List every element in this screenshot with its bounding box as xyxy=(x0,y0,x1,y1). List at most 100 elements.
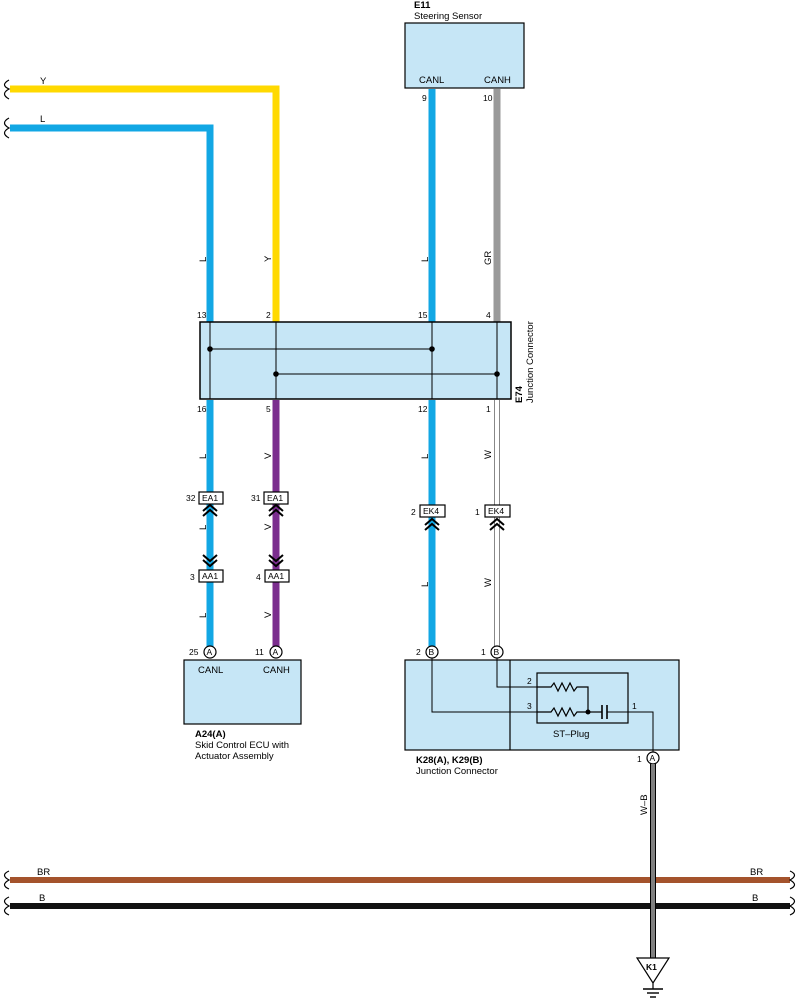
connector-pin: 2 xyxy=(411,507,416,517)
chevron-down-icon xyxy=(202,554,218,568)
e74-pin-2: 2 xyxy=(266,310,271,320)
connector-ek4-left: 2 EK4 xyxy=(411,504,446,531)
a24-conn-letter: A xyxy=(207,647,213,657)
wire-break-symbol xyxy=(788,870,796,890)
wire-label-l-col1-low: L xyxy=(198,613,209,618)
wire-label-v-col2-sub: V xyxy=(263,523,274,530)
connector-ea1-right: 31 EA1 xyxy=(251,491,289,517)
e74-pin-12: 12 xyxy=(418,404,428,414)
wire-label-w-col4-mid: W xyxy=(483,450,494,459)
chevron-up-icon xyxy=(268,503,284,517)
e74-junction-dot xyxy=(494,371,500,377)
wire-y-path xyxy=(10,85,280,322)
connector-pin: 3 xyxy=(190,572,195,582)
connector-pin: 4 xyxy=(256,572,261,582)
k28-pin-1: 1 xyxy=(481,647,486,657)
connector-box xyxy=(264,569,290,583)
chevron-up-icon xyxy=(202,503,218,517)
a24-connector-circle xyxy=(269,645,283,659)
component-e74: 13 2 15 4 E74 Junction Connector 16 5 12… xyxy=(197,310,536,414)
connector-box xyxy=(198,491,224,505)
k28-conn-letter: B xyxy=(494,647,500,657)
connector-ek4-right: 1 EK4 xyxy=(475,504,511,531)
e74-pin-16: 16 xyxy=(197,404,207,414)
wire-y-top: Y xyxy=(3,76,280,322)
wire-label-l-col3-mid: L xyxy=(420,454,431,459)
connector-name: EA1 xyxy=(267,493,283,503)
component-a24: 25 A 11 A CANL CANH A24(A) Skid Control … xyxy=(183,645,302,762)
wire-label-gr-col4-upper: GR xyxy=(483,251,494,265)
connector-pin: 32 xyxy=(186,493,196,503)
chevron-up-icon xyxy=(424,517,440,531)
e11-code: E11 xyxy=(414,0,431,11)
k28-wire-pin2 xyxy=(431,658,555,713)
wire-label-wb: W–B xyxy=(639,794,650,815)
st-plug-pin-1: 1 xyxy=(632,701,637,711)
wire-label-br-left: BR xyxy=(37,867,50,878)
k28-code: K28(A), K29(B) xyxy=(416,755,483,766)
connector-box xyxy=(198,569,224,583)
e11-box xyxy=(404,22,525,89)
a24-pin-11: 11 xyxy=(255,647,264,657)
wire-label-l-col3-low: L xyxy=(420,582,431,587)
resistor-icon xyxy=(537,706,588,718)
a24-name-line2: Actuator Assembly xyxy=(195,751,274,762)
wire-label-y-col2-upper: Y xyxy=(263,255,274,262)
a24-connector-circle xyxy=(203,645,217,659)
wire-break-symbol xyxy=(3,79,11,100)
connector-name: EK4 xyxy=(488,506,504,516)
ground-k1-label: K1 xyxy=(646,962,657,972)
e11-name: Steering Sensor xyxy=(414,11,482,22)
e74-junction-dot xyxy=(207,346,213,352)
e74-pin-1: 1 xyxy=(486,404,491,414)
e74-name: Junction Connector xyxy=(525,321,536,403)
connector-aa1-right: 4 AA1 xyxy=(256,554,290,583)
e11-pin-10: 10 xyxy=(483,93,493,103)
st-plug-label: ST–Plug xyxy=(553,729,589,740)
a24-pin-25: 25 xyxy=(189,647,199,657)
e74-pin-15: 15 xyxy=(418,310,428,320)
chevron-down-icon xyxy=(268,554,284,568)
wire-label-w-col4-low: W xyxy=(483,578,494,587)
wire-break-symbol xyxy=(3,117,11,139)
component-e11: E11 Steering Sensor CANL CANH 9 10 xyxy=(404,0,525,103)
wire-label-l-col3-upper: L xyxy=(420,257,431,262)
wire-label-b-left: B xyxy=(39,893,45,904)
wire-break-symbol xyxy=(3,870,11,890)
k28-conn-letter: B xyxy=(429,647,435,657)
e74-box xyxy=(199,321,512,400)
e11-canl-label: CANL xyxy=(419,75,444,86)
wire-l-path xyxy=(10,124,214,322)
connector-pin: 31 xyxy=(251,493,261,503)
connector-pin: 1 xyxy=(475,507,480,517)
k28-out-pin-1: 1 xyxy=(637,754,642,764)
wire-break-symbol xyxy=(3,896,11,916)
connector-ea1-left: 32 EA1 xyxy=(186,491,224,517)
wire-label-br-right: BR xyxy=(750,867,763,878)
wire-label-l-col1-sub: L xyxy=(198,525,209,530)
e74-pin-4: 4 xyxy=(486,310,491,320)
wire-label-y-top: Y xyxy=(40,76,47,87)
a24-name-line1: Skid Control ECU with xyxy=(195,740,289,751)
e74-pin-5: 5 xyxy=(266,404,271,414)
connector-box xyxy=(484,504,511,518)
wire-label-b-right: B xyxy=(752,893,758,904)
a24-conn-letter: A xyxy=(273,647,279,657)
connector-name: EK4 xyxy=(423,506,439,516)
resistor-icon xyxy=(537,681,589,712)
connector-aa1-left: 3 AA1 xyxy=(190,554,224,583)
st-plug-box xyxy=(536,672,629,724)
st-plug-pin-3: 3 xyxy=(527,701,532,711)
e74-pin-13: 13 xyxy=(197,310,207,320)
wire-l-top: L xyxy=(3,114,214,322)
wire-break-symbol xyxy=(788,896,796,916)
ground-k1: K1 xyxy=(635,957,671,998)
e11-canh-label: CANH xyxy=(484,75,511,86)
wire-b: B B xyxy=(3,893,796,916)
capacitor-lead xyxy=(607,711,654,752)
e74-junction-dot xyxy=(429,346,435,352)
wire-label-l-col1-upper: L xyxy=(198,257,209,262)
wire-label-l-top: L xyxy=(40,114,45,125)
wire-label-v-col2-low: V xyxy=(263,611,274,618)
